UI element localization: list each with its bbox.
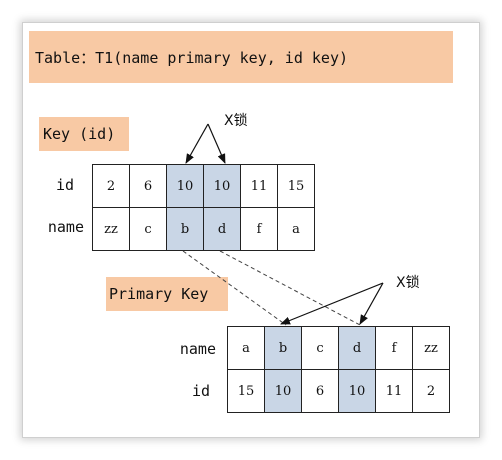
table-definition-banner: Table：T1(name primary key, id key) [29, 31, 453, 83]
secondary-key-index-table: 2 6 10 10 11 15 zz c b d f a [92, 164, 315, 251]
pk-name-cell: a [227, 326, 265, 370]
secondary-key-label: Key (id) [39, 117, 129, 151]
key-id-cell: 2 [92, 164, 130, 208]
key-row-id: 2 6 10 10 11 15 [92, 164, 315, 208]
key-id-cell-locked: 10 [166, 164, 204, 208]
primary-key-index-table: a b c d f zz 15 10 6 10 11 2 [227, 326, 450, 413]
key-row-label-id: id [55, 176, 74, 194]
key-id-cell: 15 [277, 164, 315, 208]
table-definition-text: Table：T1(name primary key, id key) [35, 48, 349, 67]
pk-id-cell: 15 [227, 369, 265, 413]
pk-name-cell: c [301, 326, 339, 370]
pk-id-cell-locked: 10 [264, 369, 302, 413]
pk-row-name: a b c d f zz [227, 326, 450, 370]
pk-row-id: 15 10 6 10 11 2 [227, 369, 450, 413]
primary-key-lock-label: X锁 [396, 275, 420, 291]
key-id-cell-locked: 10 [203, 164, 241, 208]
key-name-cell-locked: b [166, 207, 204, 251]
pk-id-cell-locked: 10 [338, 369, 376, 413]
key-name-cell: a [277, 207, 315, 251]
primary-key-label: Primary Key [106, 277, 228, 311]
primary-key-label-text: Primary Key [109, 285, 209, 303]
pk-name-cell-locked: b [264, 326, 302, 370]
key-name-cell: zz [92, 207, 130, 251]
pk-name-cell-locked: d [338, 326, 376, 370]
key-name-cell: c [129, 207, 167, 251]
pk-id-cell: 2 [412, 369, 450, 413]
pk-row-label-name: name [179, 340, 216, 358]
key-name-cell-locked: d [203, 207, 241, 251]
key-row-label-name: name [47, 218, 84, 236]
secondary-key-lock-label: X锁 [224, 113, 248, 129]
key-row-name: zz c b d f a [92, 207, 315, 251]
key-id-cell: 6 [129, 164, 167, 208]
pk-id-cell: 6 [301, 369, 339, 413]
key-id-cell: 11 [240, 164, 278, 208]
secondary-key-label-text: Key (id) [43, 125, 116, 143]
key-name-cell: f [240, 207, 278, 251]
pk-id-cell: 11 [375, 369, 413, 413]
pk-name-cell: f [375, 326, 413, 370]
pk-row-label-id: id [191, 382, 210, 400]
pk-name-cell: zz [412, 326, 450, 370]
